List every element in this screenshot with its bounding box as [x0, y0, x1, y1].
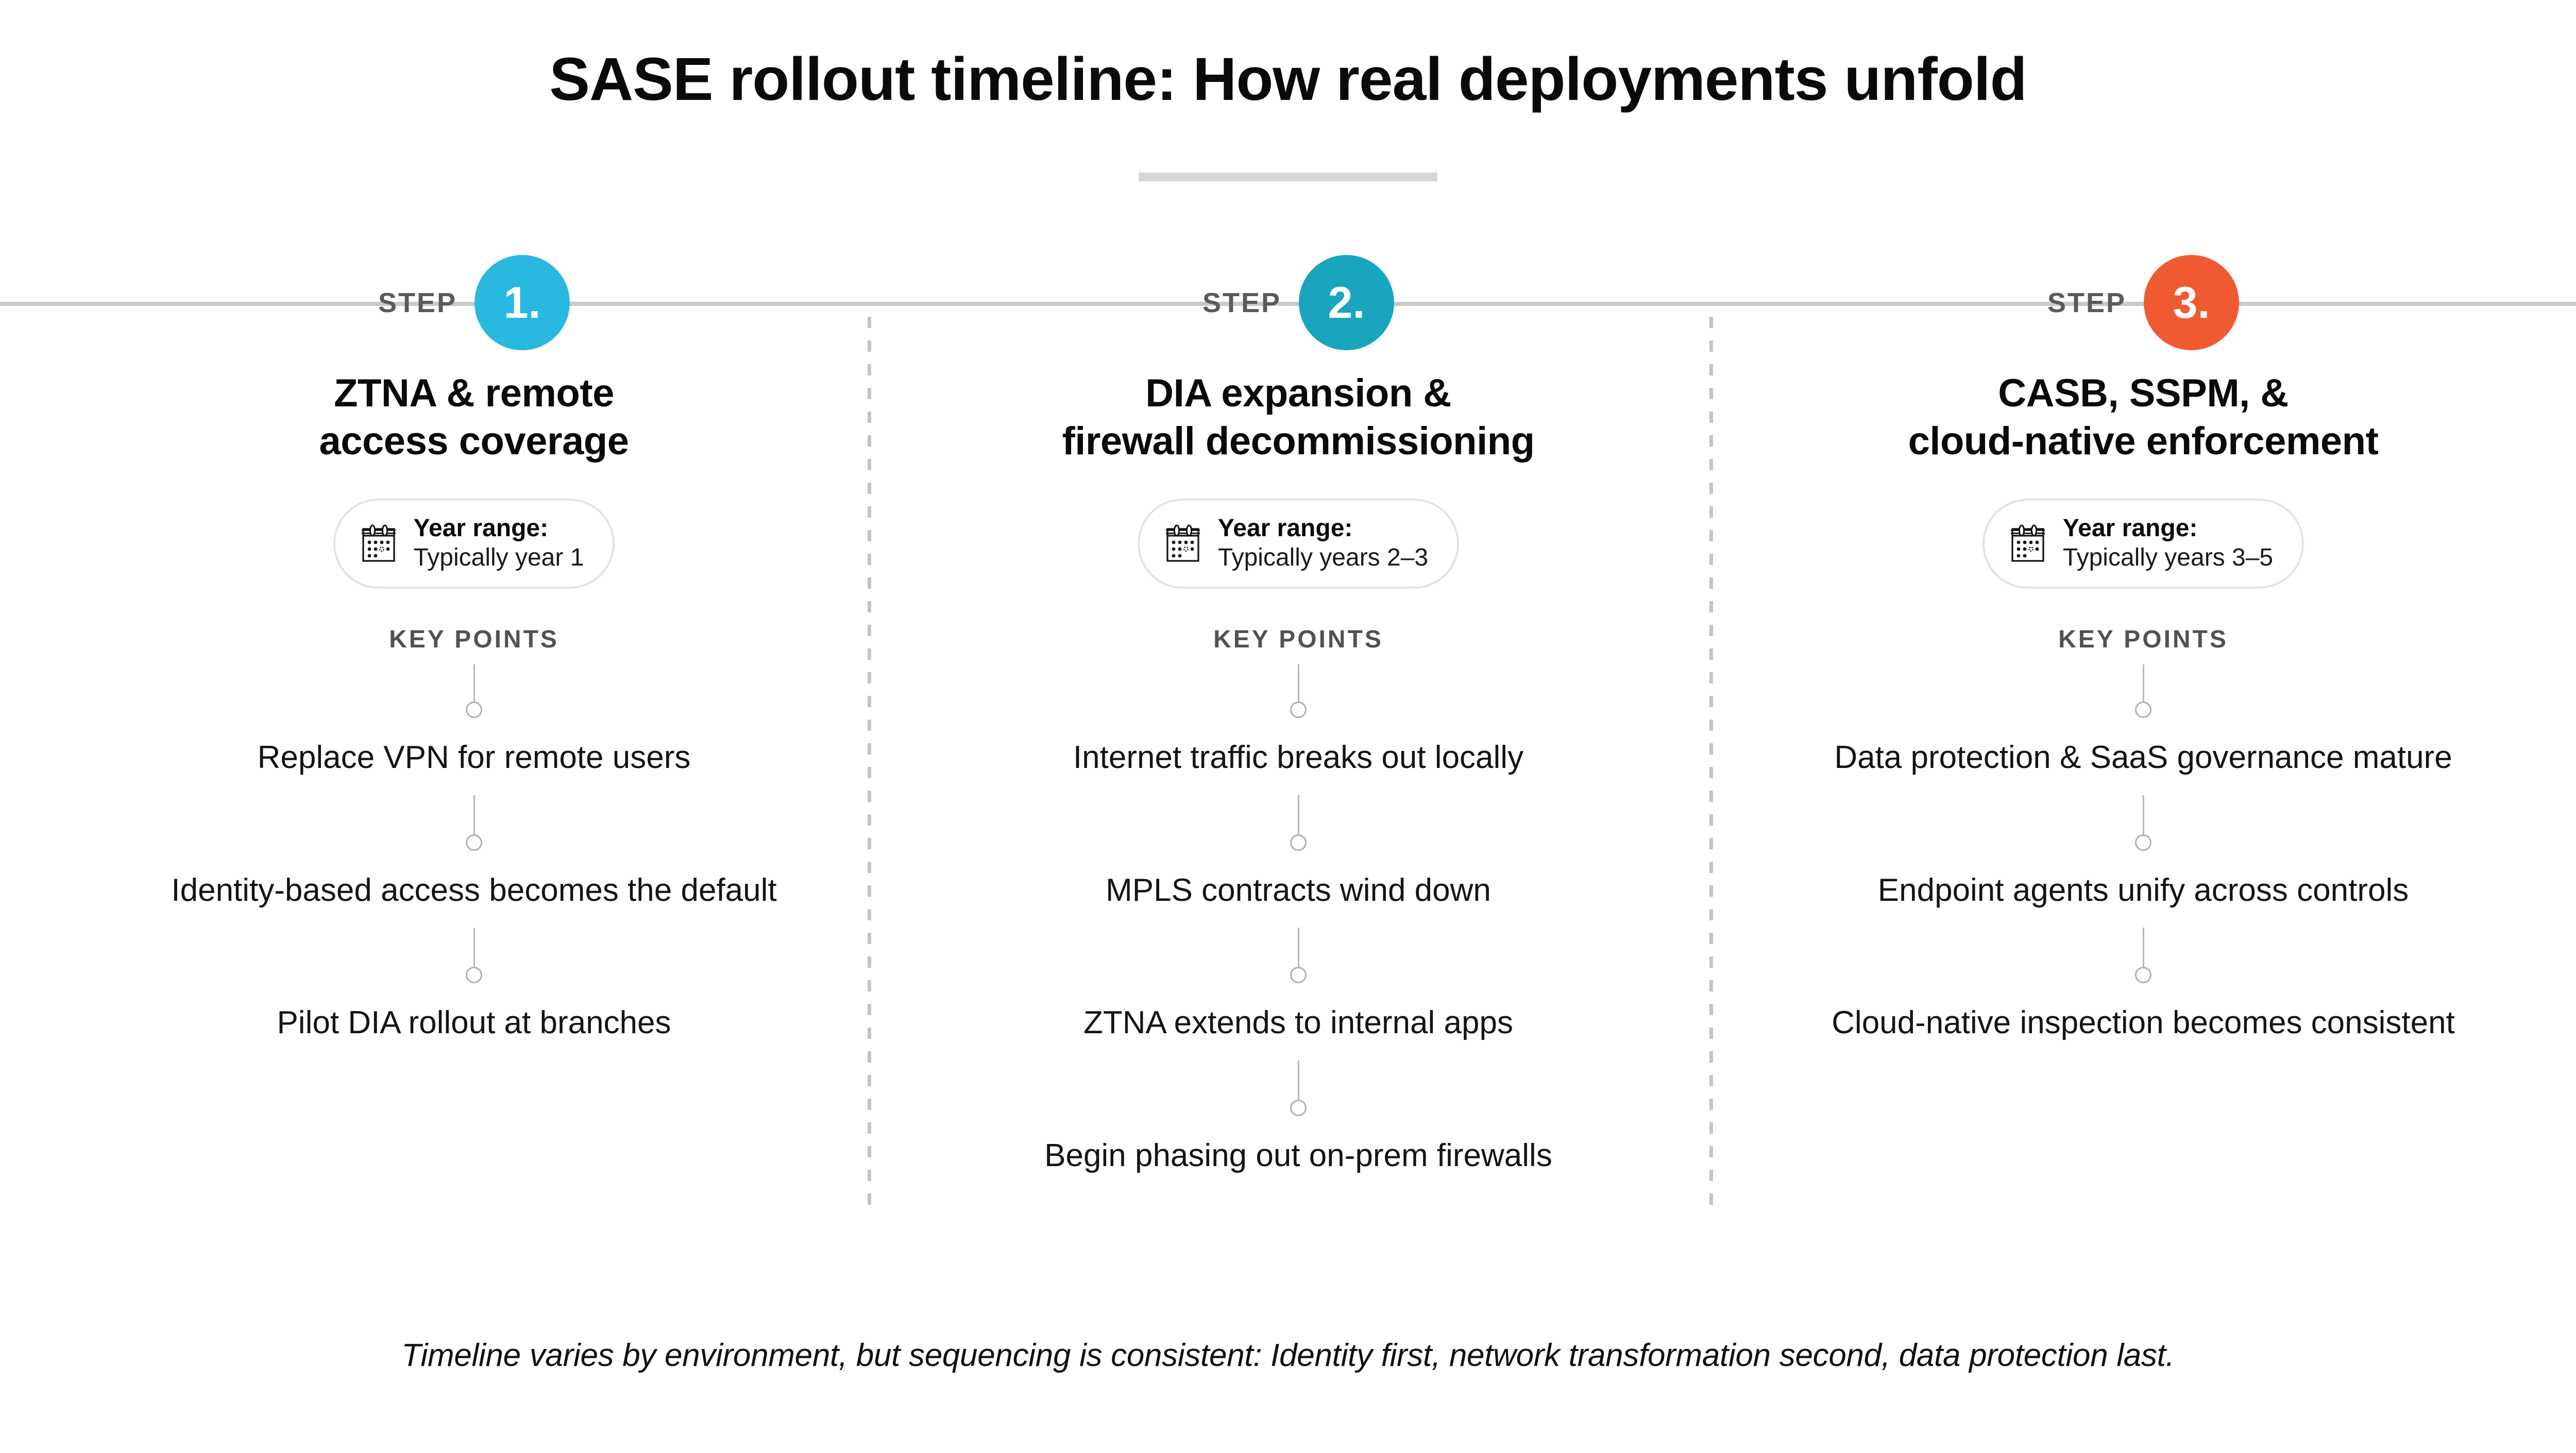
connector-line: [1297, 664, 1299, 702]
key-points-list-3: Data protection & SaaS governance mature…: [1752, 664, 2535, 1043]
key-point-item: Pilot DIA rollout at branches: [277, 1005, 671, 1040]
step-heading-line1-3: CASB, SSPM, &: [1998, 371, 2289, 415]
step-badge-row-1: STEP 1.: [82, 247, 866, 358]
year-range-pill-wrap-3: Year range: Typically years 3–5: [1752, 499, 2535, 589]
column-separator-1: [868, 317, 871, 1216]
key-points-heading-2: KEY POINTS: [1213, 626, 1383, 653]
year-range-pill-wrap-1: Year range: Typically year 1: [82, 499, 866, 589]
connector-dot: [1290, 702, 1307, 718]
connector-top-2: [1288, 664, 1309, 718]
key-points-heading-1: KEY POINTS: [389, 626, 559, 653]
connector-mid: [464, 795, 484, 851]
connector-dot: [1290, 1099, 1307, 1116]
step-heading-line2-1: access coverage: [319, 419, 629, 463]
key-points-list-2: Internet traffic breaks out locally MPLS…: [907, 664, 1690, 1175]
calendar-icon: [2010, 524, 2045, 562]
key-point-item: Replace VPN for remote users: [257, 740, 691, 775]
connector-dot: [466, 967, 482, 983]
connector-mid: [1288, 928, 1309, 983]
connector-line: [1297, 795, 1299, 834]
connector-line: [473, 664, 475, 702]
year-range-label-3: Year range:: [2062, 515, 2198, 542]
year-range-label-2: Year range:: [1217, 515, 1353, 542]
step-word-label-1: STEP: [378, 287, 457, 318]
connector-mid: [2133, 795, 2154, 851]
year-range-value-1: Typically year 1: [413, 543, 584, 571]
step-heading-line2-2: firewall decommissioning: [1062, 419, 1535, 463]
year-range-text-2: Year range: Typically years 2–3: [1218, 514, 1428, 572]
year-range-pill-wrap-2: Year range: Typically years 2–3: [907, 499, 1690, 589]
step-heading-2: DIA expansion & firewall decommissioning: [907, 370, 1690, 465]
step-column-1: STEP 1. ZTNA & remote access coverage: [82, 0, 866, 1453]
key-point-item: Internet traffic breaks out locally: [1073, 740, 1524, 775]
connector-line: [1297, 928, 1299, 967]
step-number-circle-3: 3.: [2144, 255, 2240, 350]
year-range-label-1: Year range:: [413, 515, 549, 542]
key-point-item: MPLS contracts wind down: [1106, 872, 1491, 908]
step-heading-line1-1: ZTNA & remote: [334, 371, 614, 415]
connector-mid: [1288, 1060, 1309, 1116]
connector-line: [2142, 664, 2144, 702]
step-heading-line2-3: cloud-native enforcement: [1908, 419, 2379, 463]
footer-note: Timeline varies by environment, but sequ…: [401, 1338, 2175, 1373]
step-heading-1: ZTNA & remote access coverage: [82, 370, 866, 465]
step-number-circle-1: 1.: [474, 255, 570, 350]
calendar-icon: [361, 524, 396, 562]
connector-mid: [464, 928, 484, 983]
connector-dot: [2135, 967, 2151, 983]
year-range-value-2: Typically years 2–3: [1217, 543, 1429, 571]
step-badge-row-2: STEP 2.: [907, 247, 1690, 358]
connector-top-3: [2133, 664, 2154, 718]
step-badge-row-3: STEP 3.: [1752, 247, 2535, 358]
step-number-circle-2: 2.: [1299, 255, 1395, 350]
step-word-label-2: STEP: [1202, 287, 1282, 318]
key-point-item: ZTNA extends to internal apps: [1083, 1005, 1513, 1040]
connector-mid: [1288, 795, 1309, 851]
step-heading-line1-2: DIA expansion &: [1145, 371, 1451, 415]
key-points-heading-3: KEY POINTS: [2058, 626, 2228, 653]
key-point-item: Begin phasing out on-prem firewalls: [1044, 1137, 1552, 1173]
step-heading-3: CASB, SSPM, & cloud-native enforcement: [1752, 370, 2535, 465]
page-title: SASE rollout timeline: How real deployme…: [549, 45, 2027, 113]
key-point-item: Data protection & SaaS governance mature: [1834, 740, 2452, 775]
year-range-pill-3: Year range: Typically years 3–5: [1982, 499, 2304, 589]
year-range-text-3: Year range: Typically years 3–5: [2063, 514, 2273, 572]
connector-line: [2142, 928, 2144, 967]
step-word-label-3: STEP: [2047, 287, 2127, 318]
key-points-list-1: Replace VPN for remote users Identity-ba…: [82, 664, 866, 1043]
connector-dot: [2135, 702, 2151, 718]
connector-dot: [2135, 834, 2151, 851]
year-range-pill-1: Year range: Typically year 1: [333, 499, 615, 589]
year-range-pill-2: Year range: Typically years 2–3: [1137, 499, 1460, 589]
connector-dot: [1290, 967, 1307, 983]
header-block: SASE rollout timeline: How real deployme…: [0, 46, 2576, 181]
connector-line: [473, 795, 475, 834]
connector-line: [473, 928, 475, 967]
year-range-value-3: Typically years 3–5: [2062, 543, 2274, 571]
year-range-text-1: Year range: Typically year 1: [414, 514, 584, 572]
key-point-item: Cloud-native inspection becomes consiste…: [1832, 1005, 2455, 1040]
connector-line: [1297, 1060, 1299, 1100]
connector-top-1: [464, 664, 484, 718]
step-column-2: STEP 2. DIA expansion & firewall decommi…: [907, 0, 1690, 1453]
title-accent-bar: [1139, 172, 1437, 181]
key-point-item: Endpoint agents unify across controls: [1877, 872, 2409, 908]
connector-mid: [2133, 928, 2154, 983]
calendar-icon: [1165, 524, 1200, 562]
connector-dot: [466, 834, 482, 851]
connector-dot: [466, 702, 482, 718]
connector-dot: [1290, 834, 1307, 851]
connector-line: [2142, 795, 2144, 834]
step-column-3: STEP 3. CASB, SSPM, & cloud-native enfor…: [1752, 0, 2535, 1453]
column-separator-2: [1709, 317, 1713, 1216]
key-point-item: Identity-based access becomes the defaul…: [171, 872, 777, 908]
timeline-rail: [0, 302, 2576, 306]
